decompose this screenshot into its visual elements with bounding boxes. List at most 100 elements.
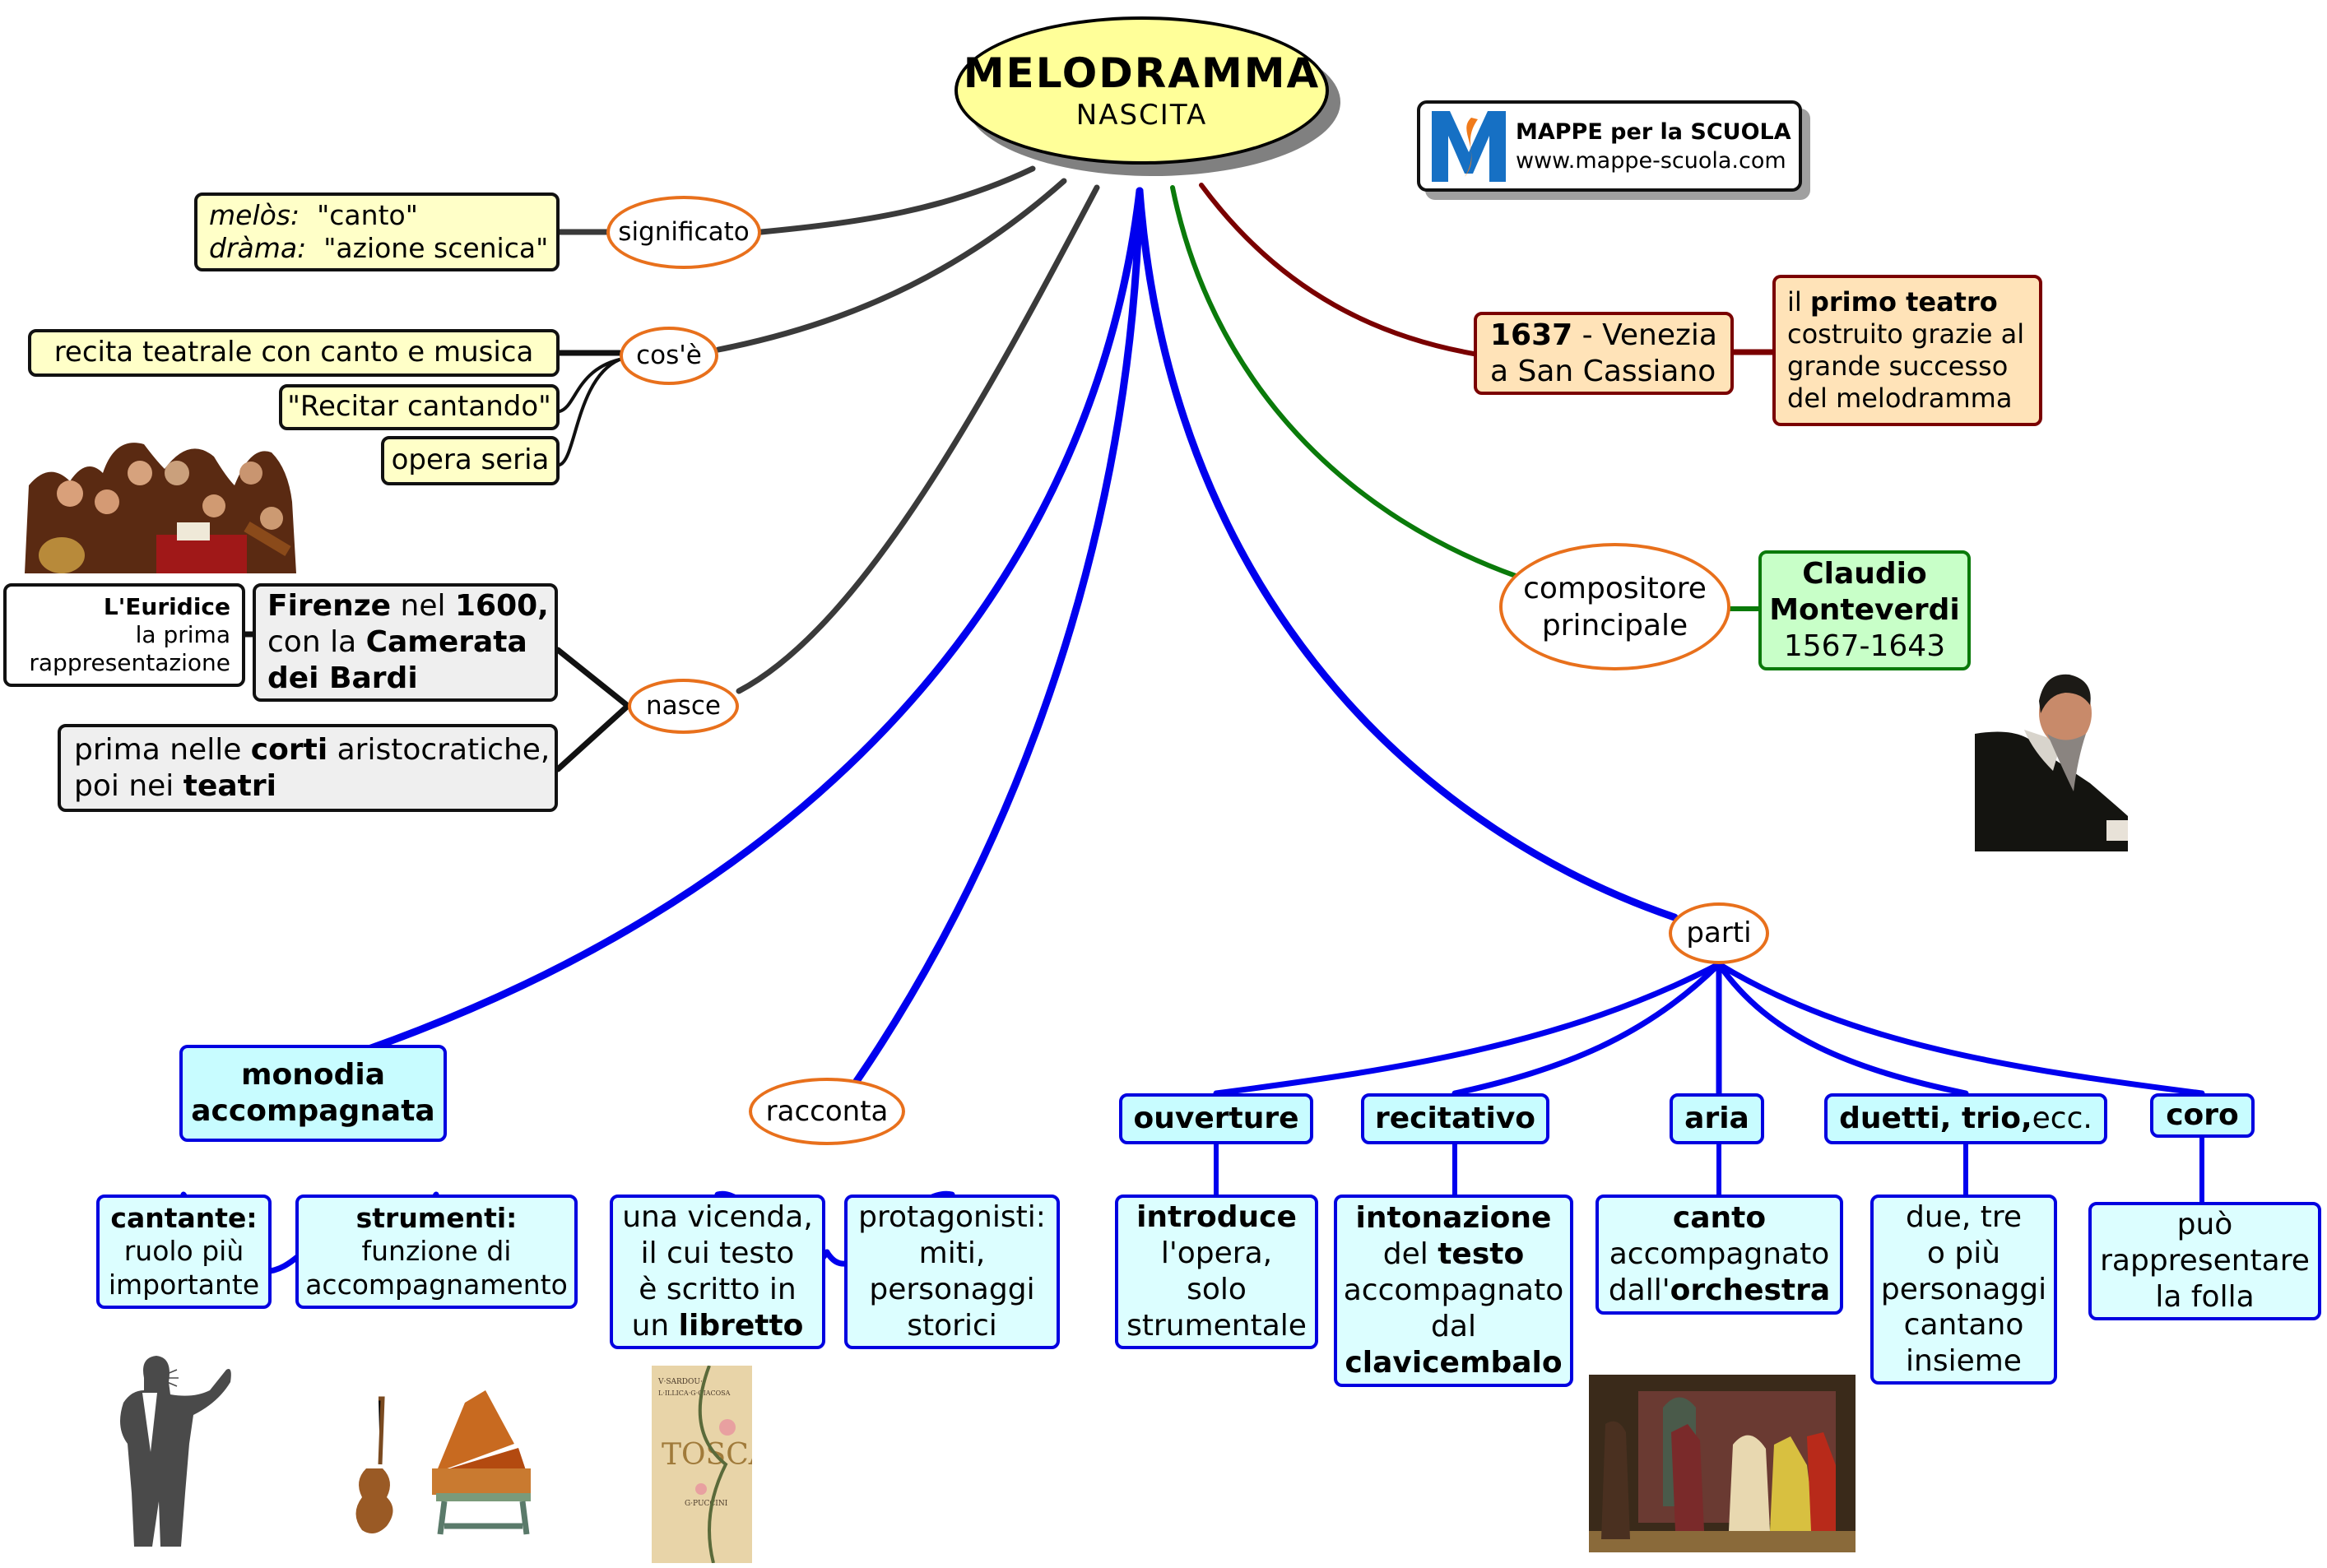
cose-item-recitar-cantando[interactable]: "Recitar cantando" <box>279 384 560 430</box>
ouverture-desc-1: introduce <box>1136 1200 1297 1235</box>
ouverture-desc[interactable]: introduce l'opera, solo strumentale <box>1115 1195 1318 1349</box>
place-san-cassiano: a San Cassiano <box>1490 354 1716 388</box>
euridice-box[interactable]: L'Euridice la prima rappresentazione <box>3 583 245 687</box>
duetti-desc[interactable]: due, tre o più personaggi cantano insiem… <box>1870 1195 2057 1385</box>
teatro-box[interactable]: 1637 - Venezia a San Cassiano <box>1474 312 1734 395</box>
cose-item-opera-seria[interactable]: opera seria <box>381 436 560 485</box>
camerata-bold: Camerata <box>365 625 527 660</box>
name-monteverdi: Monteverdi <box>1769 593 1960 628</box>
coro-desc-1: può <box>2176 1208 2233 1242</box>
significato-node[interactable]: significato <box>606 196 761 269</box>
corti-bold: corti <box>250 732 328 767</box>
libretto-image: V·SARDOU· L·ILLICA·G·GIACOSA TOSCA G·PUC… <box>652 1365 771 1564</box>
ouverture-desc-2: l'opera, <box>1160 1236 1273 1271</box>
link-parti-recitativo <box>1451 961 1722 1097</box>
parti-duetti[interactable]: duetti, trio, ecc. <box>1824 1093 2107 1144</box>
parti-aria[interactable]: aria <box>1670 1093 1764 1144</box>
recitativo-desc-2b: testo <box>1438 1237 1525 1272</box>
vicenda-line3: è scritto in <box>639 1273 797 1306</box>
link-root-nasce <box>736 184 1100 694</box>
libretto-composer: G·PUCCINI <box>685 1500 728 1508</box>
link-nasce-firenze <box>555 647 631 709</box>
vicenda-box[interactable]: una vicenda, il cui testo è scritto in u… <box>610 1195 825 1349</box>
protagonisti-box[interactable]: protagonisti: miti, personaggi storici <box>844 1195 1060 1349</box>
note-line3: grande successo <box>1787 350 2009 382</box>
corti-text2: aristocratiche, <box>327 732 550 767</box>
monteverdi-box[interactable]: Claudio Monteverdi 1567-1643 <box>1758 550 1971 670</box>
name-claudio: Claudio <box>1802 557 1927 591</box>
monodia-title-2: accompagnata <box>191 1094 435 1128</box>
cantante-box[interactable]: cantante: ruolo più importante <box>96 1195 272 1309</box>
recitativo-desc-5: clavicembalo <box>1345 1345 1563 1380</box>
logo-url[interactable]: www.mappe-scuola.com <box>1516 147 1786 174</box>
compositore-label-1: compositore <box>1523 571 1707 605</box>
compositore-label-2: principale <box>1541 608 1688 643</box>
note-il: il <box>1787 285 1810 318</box>
monteverdi-years: 1567-1643 <box>1783 629 1946 663</box>
protagonisti-line3: personaggi <box>869 1273 1035 1306</box>
link-parti-coro <box>1716 961 2205 1097</box>
coro-desc[interactable]: può rappresentare la folla <box>2088 1202 2321 1320</box>
corti-box[interactable]: prima nelle corti aristocratiche, poi ne… <box>58 724 558 812</box>
vicenda-line2: il cui testo <box>640 1236 795 1271</box>
parti-coro[interactable]: coro <box>2150 1093 2255 1138</box>
term-melos: melòs: <box>209 198 300 231</box>
parti-ouverture[interactable]: ouverture <box>1119 1093 1313 1144</box>
duetti-title-bold: duetti, trio, <box>1839 1102 2032 1136</box>
link-root-racconta <box>823 187 1144 1127</box>
primo-teatro-box[interactable]: il primo teatro costruito grazie al gran… <box>1772 275 2042 426</box>
recitativo-desc-3: accompagnato <box>1343 1273 1564 1308</box>
euridice-line2: la prima <box>135 620 230 648</box>
instruments-image <box>329 1390 555 1538</box>
cantante-line2: ruolo più <box>123 1235 244 1268</box>
racconta-node[interactable]: racconta <box>749 1078 905 1145</box>
strumenti-title: strumenti: <box>355 1202 518 1235</box>
brand-logo[interactable]: MAPPE per la SCUOLA www.mappe-scuola.com <box>1417 100 1802 192</box>
ouverture-desc-3: solo <box>1187 1273 1247 1306</box>
protagonisti-line2: miti, <box>918 1236 986 1271</box>
link-root-significato <box>758 165 1036 235</box>
link-root-compositore <box>1170 185 1518 578</box>
cose-node[interactable]: cos'è <box>620 327 718 385</box>
term-drama: dràma: <box>209 232 307 264</box>
recitativo-desc-2a: del <box>1382 1237 1438 1272</box>
parti-recitativo[interactable]: recitativo <box>1361 1093 1549 1144</box>
recitativo-desc[interactable]: intonazione del testo accompagnato dal c… <box>1334 1195 1573 1387</box>
place-venezia: - Venezia <box>1572 318 1717 352</box>
corti-text3: poi nei <box>74 768 183 803</box>
year-1600: 1600, <box>454 589 549 624</box>
monodia-box[interactable]: monodia accompagnata <box>179 1045 447 1142</box>
strumenti-line3: accompagnamento <box>305 1268 568 1301</box>
strumenti-line2: funzione di <box>361 1235 512 1268</box>
compositore-node[interactable]: compositore principale <box>1499 543 1730 670</box>
root-title: MELODRAMMA <box>963 49 1321 97</box>
link-root-monodia <box>309 187 1144 1072</box>
cantante-title: cantante: <box>110 1202 258 1235</box>
firenze-bold: Firenze <box>267 589 392 624</box>
aria-desc[interactable]: canto accompagnato dall'orchestra <box>1595 1195 1843 1315</box>
libretto-bold: libretto <box>678 1308 804 1343</box>
euridice-line3: rappresentazione <box>29 649 230 677</box>
strumenti-box[interactable]: strumenti: funzione di accompagnamento <box>295 1195 578 1309</box>
cose-item-recita[interactable]: recita teatrale con canto e musica <box>28 329 560 377</box>
cantante-line3: importante <box>108 1268 260 1301</box>
euridice-title: L'Euridice <box>103 592 230 620</box>
firenze-text: nel <box>391 589 455 624</box>
value-drama: "azione scenica" <box>323 232 549 264</box>
root-node[interactable]: MELODRAMMA NASCITA <box>954 16 1329 165</box>
protagonisti-line1: protagonisti: <box>858 1200 1046 1235</box>
aria-desc-3a: dall' <box>1608 1273 1670 1307</box>
parti-node[interactable]: parti <box>1669 902 1769 964</box>
significato-box[interactable]: melòs: "canto" dràma: "azione scenica" <box>194 193 560 271</box>
nasce-node[interactable]: nasce <box>628 679 739 734</box>
teatri-bold: teatri <box>183 768 276 803</box>
note-primo-teatro: primo teatro <box>1809 285 1998 318</box>
coro-desc-3: la folla <box>2155 1279 2255 1314</box>
mappe-logo-icon <box>1432 110 1506 182</box>
vicenda-line4: un <box>631 1308 679 1343</box>
duetti-desc-2: o più <box>1926 1236 2001 1270</box>
firenze-box[interactable]: Firenze nel 1600, con la Camerata dei Ba… <box>253 583 558 702</box>
corti-text1: prima nelle <box>74 732 251 767</box>
link-root-cose <box>715 178 1067 353</box>
value-melos: "canto" <box>317 198 418 231</box>
